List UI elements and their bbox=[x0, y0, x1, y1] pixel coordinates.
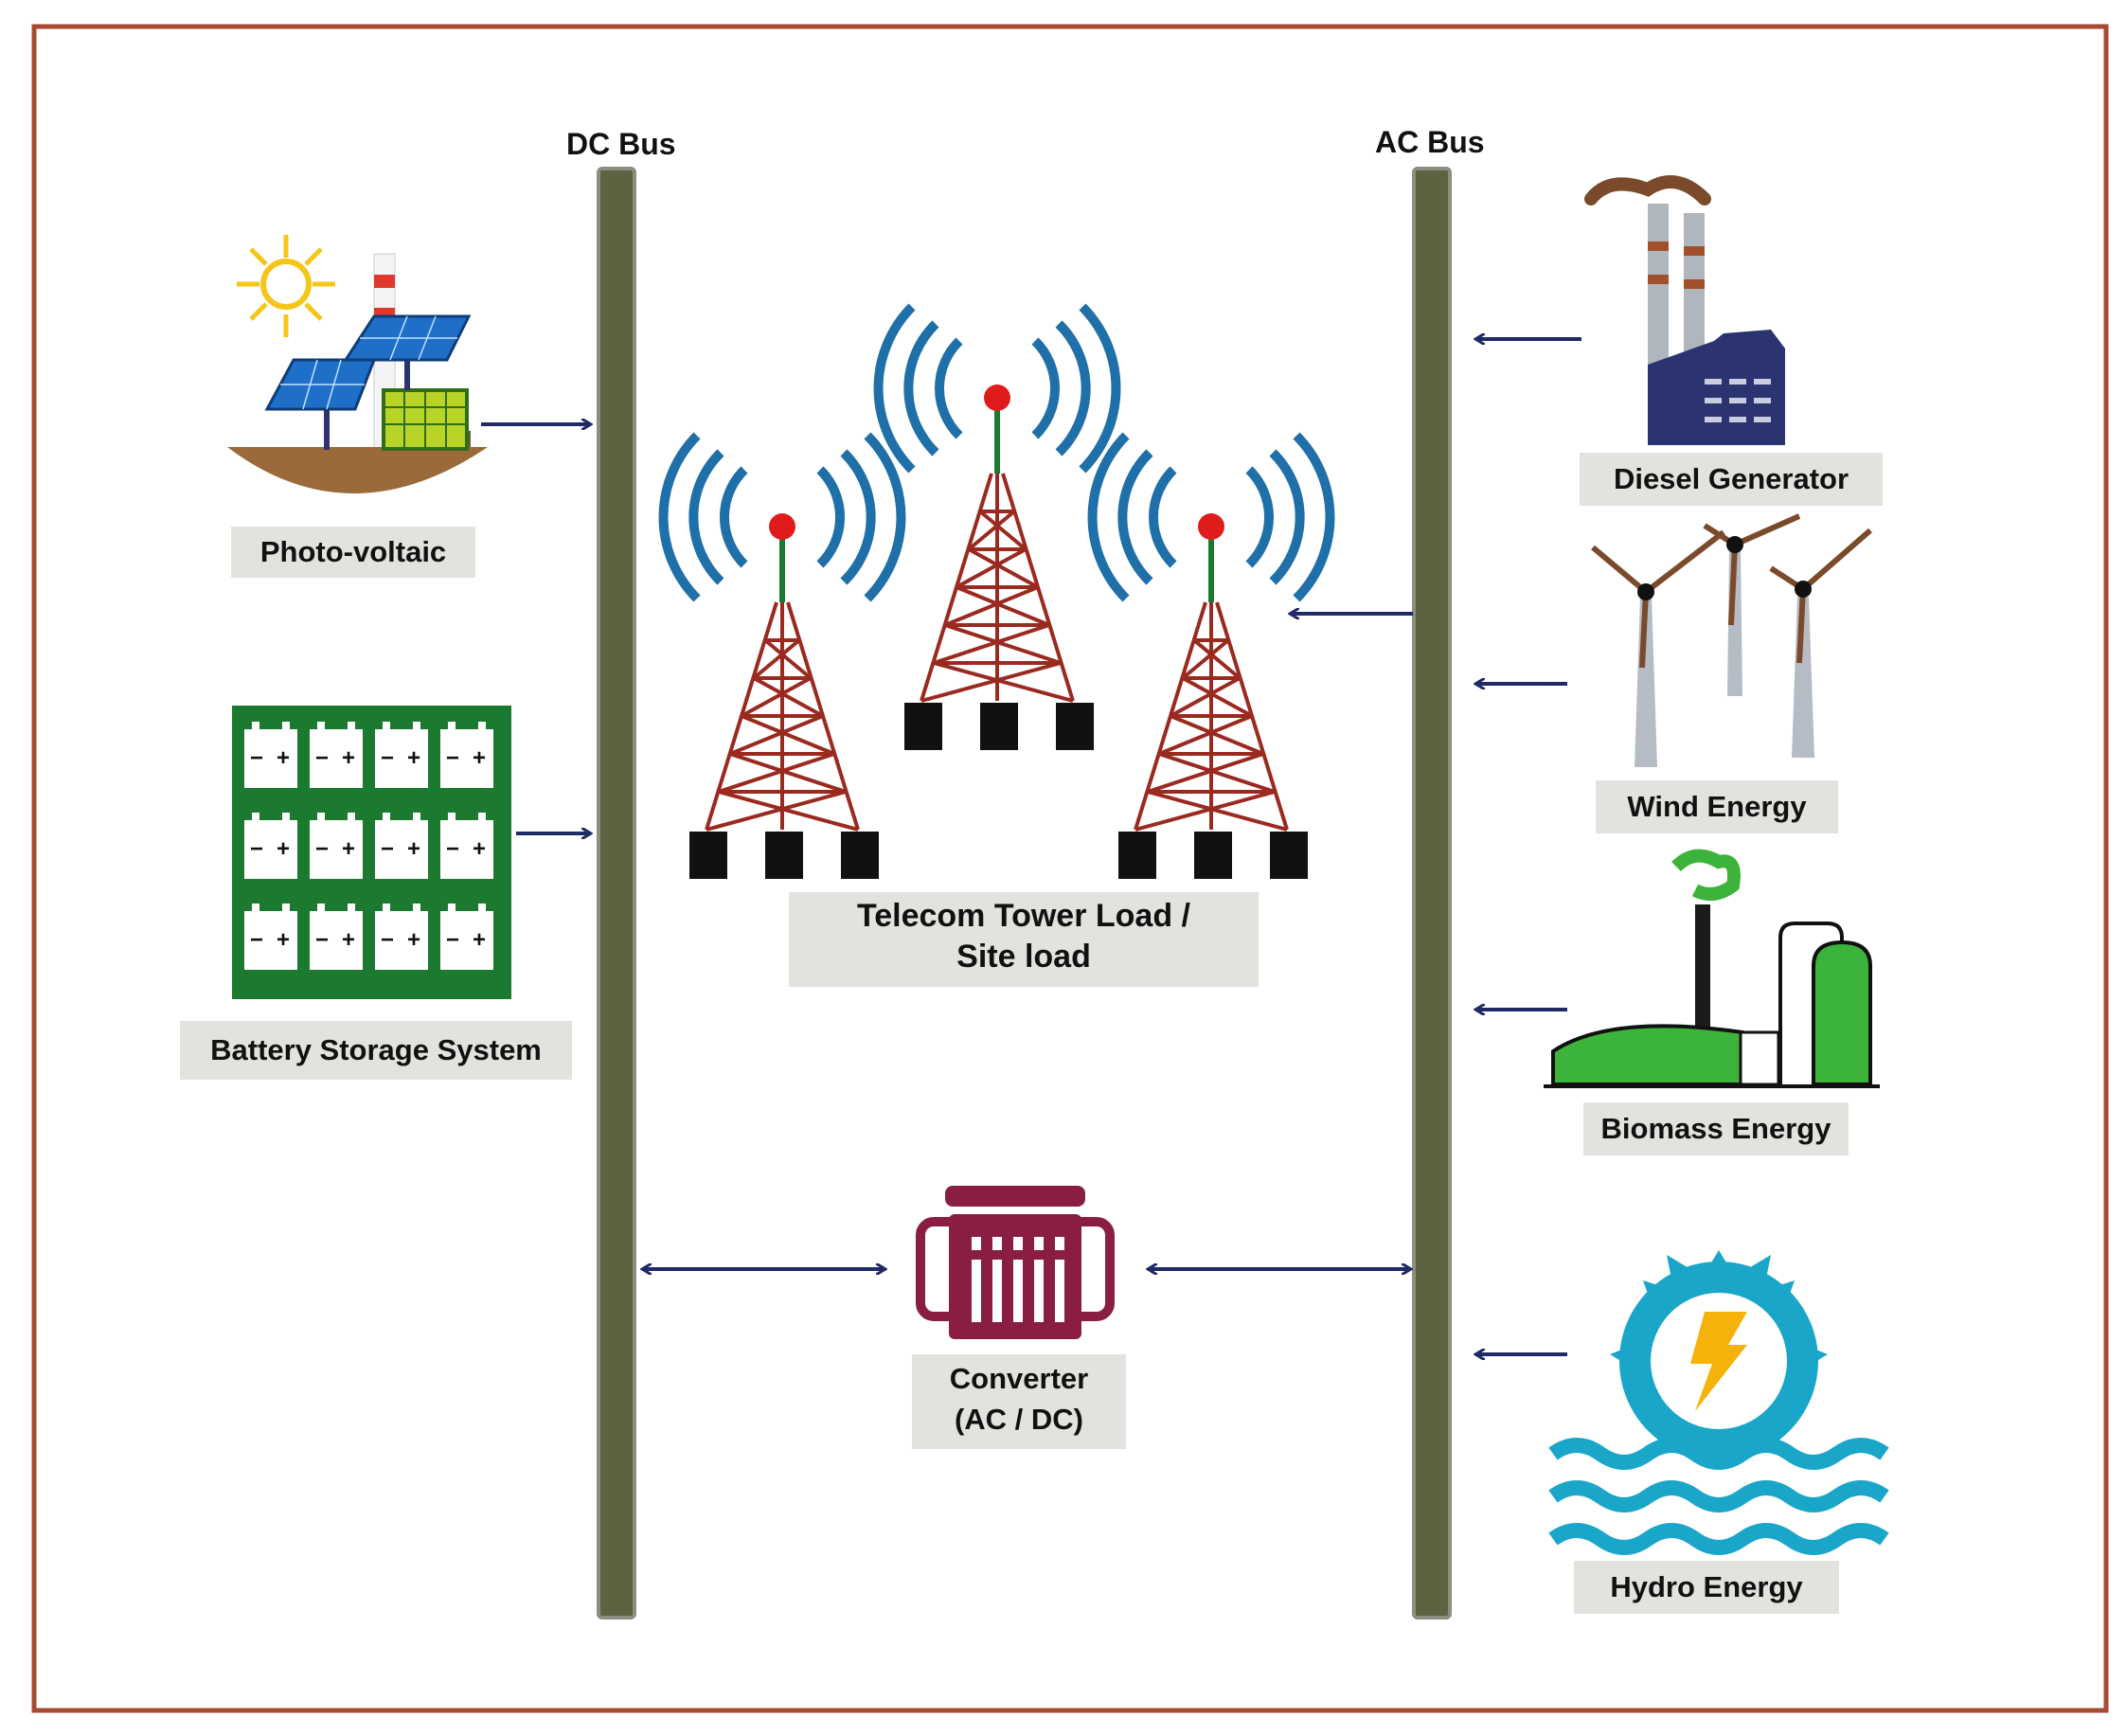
battery-minus-sign: − bbox=[381, 745, 394, 771]
dc-bus-title: DC Bus bbox=[566, 127, 676, 161]
ac-bus-title: AC Bus bbox=[1375, 125, 1485, 159]
wind-energy-label: Wind Energy bbox=[1596, 780, 1838, 833]
dc-bus-bar bbox=[597, 167, 636, 1620]
converter-label-line2: (AC / DC) bbox=[954, 1403, 1084, 1436]
wind-energy-icon bbox=[1591, 513, 1872, 767]
battery-plus-sign: + bbox=[342, 745, 355, 771]
battery-plus-sign: + bbox=[277, 745, 290, 771]
diesel-generator-label: Diesel Generator bbox=[1580, 453, 1883, 506]
battery-plus-sign: + bbox=[342, 927, 355, 953]
battery-plus-sign: + bbox=[473, 927, 486, 953]
telecom-tower-left bbox=[664, 436, 902, 879]
photovoltaic-label: Photo-voltaic bbox=[231, 527, 475, 578]
battery-plus-sign: + bbox=[407, 927, 420, 953]
telecom-tower-center bbox=[879, 307, 1117, 750]
battery-storage-icon: −+−+−+−+−+−+−+−+−+−+−+−+ bbox=[232, 706, 511, 999]
battery-minus-sign: − bbox=[315, 745, 329, 771]
battery-plus-sign: + bbox=[277, 836, 290, 862]
biomass-energy-label: Biomass Energy bbox=[1583, 1102, 1849, 1155]
battery-minus-sign: − bbox=[250, 927, 263, 953]
battery-minus-sign: − bbox=[446, 927, 459, 953]
converter-label-line1: Converter bbox=[949, 1362, 1089, 1395]
battery-plus-sign: + bbox=[342, 836, 355, 862]
ac-bus-bar bbox=[1412, 167, 1452, 1620]
battery-minus-sign: − bbox=[446, 836, 459, 862]
battery-plus-sign: + bbox=[473, 745, 486, 771]
battery-minus-sign: − bbox=[315, 836, 329, 862]
telecom-load-label: Telecom Tower Load / Site load bbox=[789, 892, 1259, 987]
battery-minus-sign: − bbox=[381, 836, 394, 862]
converter-icon bbox=[916, 1186, 1115, 1339]
battery-plus-sign: + bbox=[473, 836, 486, 862]
hydro-energy-icon bbox=[1548, 1250, 1889, 1555]
telecom-load-label-line2: Site load bbox=[956, 939, 1091, 975]
battery-plus-sign: + bbox=[277, 927, 290, 953]
battery-minus-sign: − bbox=[381, 927, 394, 953]
photovoltaic-icon bbox=[227, 235, 488, 493]
converter-label: Converter (AC / DC) bbox=[912, 1354, 1126, 1449]
battery-minus-sign: − bbox=[250, 745, 263, 771]
battery-storage-label: Battery Storage System bbox=[180, 1021, 572, 1080]
hydro-energy-label: Hydro Energy bbox=[1574, 1561, 1839, 1614]
arrows bbox=[481, 339, 1581, 1354]
outer-frame bbox=[31, 24, 2109, 1713]
battery-minus-sign: − bbox=[250, 836, 263, 862]
battery-plus-sign: + bbox=[407, 745, 420, 771]
battery-minus-sign: − bbox=[315, 927, 329, 953]
telecom-tower-right bbox=[1093, 436, 1331, 879]
telecom-load-label-line1: Telecom Tower Load / bbox=[856, 898, 1191, 934]
diesel-generator-icon bbox=[1584, 175, 1785, 445]
biomass-energy-icon bbox=[1544, 849, 1880, 1088]
battery-minus-sign: − bbox=[446, 745, 459, 771]
battery-plus-sign: + bbox=[407, 836, 420, 862]
